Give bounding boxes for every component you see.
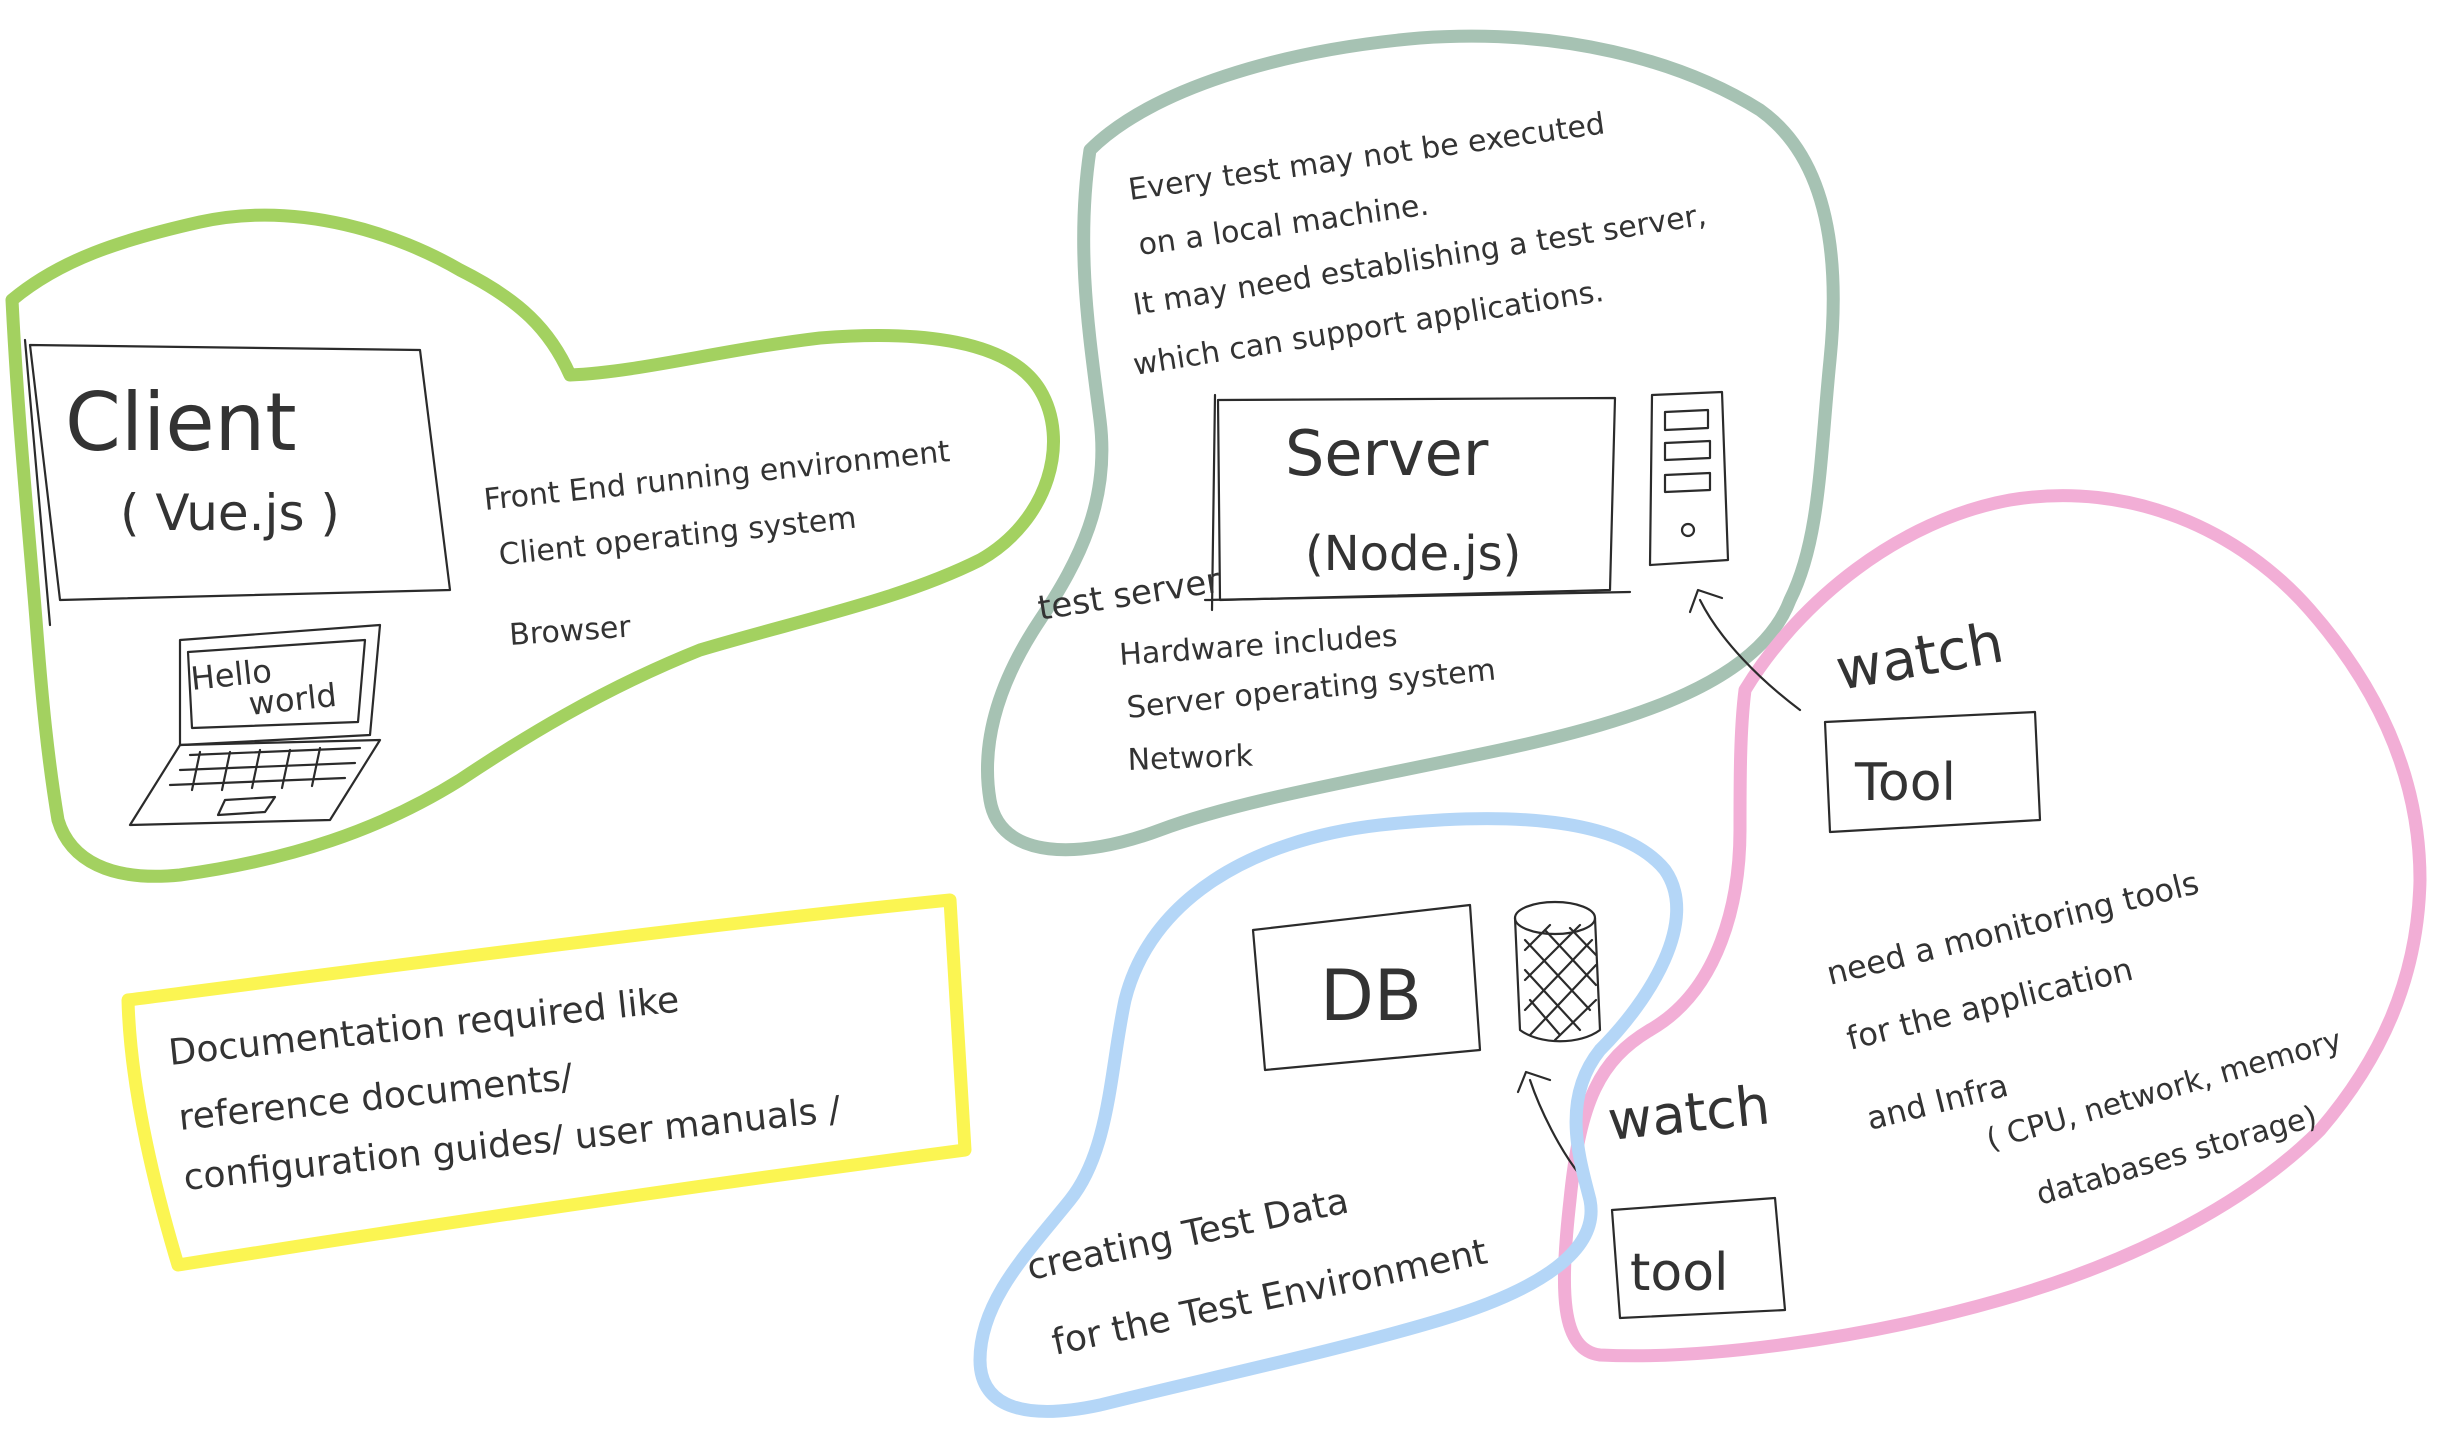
db-outline [973,812,1684,1418]
client-subtitle: ( Vue.js ) [120,484,340,542]
client-note-line1: Front End running environment [482,434,952,518]
watch-arrow-db [1528,1078,1582,1177]
client-monitor-edge [23,338,52,627]
watch-arrow-server [1698,598,1802,712]
server-outline [981,29,1840,857]
doc-group: Documentation required like reference do… [121,893,972,1272]
client-title: Client [65,376,297,469]
tool-bottom-box [1610,1196,1787,1320]
db-box-title: DB [1320,955,1422,1037]
server-box [1216,396,1617,602]
server-group: Every test may not be executed on a loca… [981,29,1840,857]
monitor-note-line1: need a monitoring tools [1823,863,2203,992]
client-note-line3: Browser [508,610,632,653]
monitor-group: watch Tool need a monitoring tools for t… [1516,489,2427,1363]
server-hw-line3: Network [1127,739,1254,778]
watch-arrowhead-db [1516,1070,1552,1094]
watch-top-label: watch [1831,611,2008,704]
tool-top-label: Tool [1854,753,1956,813]
watch-bottom-label: watch [1605,1073,1773,1153]
laptop-screen-line2: world [247,676,339,723]
client-monitor-box [28,343,452,602]
server-intro-line1: Every test may not be executed [1126,106,1607,208]
client-note-line2: Client operating system [497,501,858,573]
tool-bottom-label: tool [1630,1243,1728,1303]
client-group: Client ( Vue.js ) Hello world Front End … [5,208,1060,883]
db-box [1251,903,1482,1072]
server-box-edge [1203,393,1632,612]
laptop-screen-line1: Hello [189,652,274,698]
watch-arrowhead-server [1688,588,1724,614]
laptop-icon [128,623,382,827]
server-box-title: Server [1285,417,1489,490]
client-outline [5,208,1060,883]
database-cylinder-icon [1513,900,1602,1043]
doc-line1: Documentation required like [167,980,681,1074]
monitor-outline [1557,489,2427,1363]
server-hw-line1: Hardware includes [1118,619,1398,673]
server-tower-icon [1648,390,1730,567]
server-box-subtitle: (Node.js) [1305,526,1521,582]
doc-outline [121,893,972,1272]
tool-top-box [1823,710,2042,834]
